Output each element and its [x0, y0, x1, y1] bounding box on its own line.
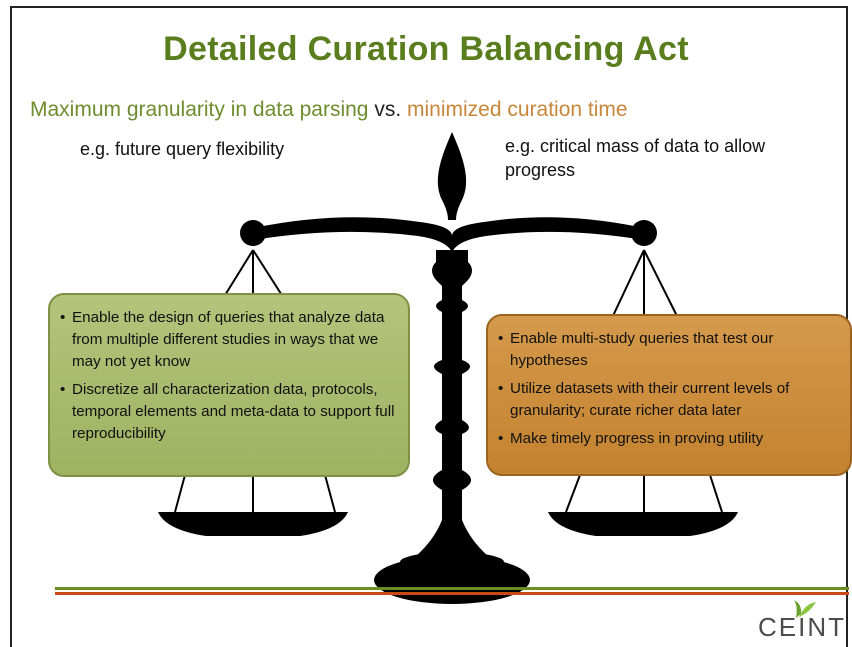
ceint-logo: CEINT — [758, 598, 850, 644]
right-bullet: Utilize datasets with their current leve… — [498, 378, 842, 422]
divider-green — [55, 587, 849, 590]
left-beam-knob — [240, 220, 266, 246]
left-pan — [158, 512, 348, 536]
example-left: e.g. future query flexibility — [80, 139, 285, 159]
subtitle-curation-time: minimized curation time — [407, 98, 628, 121]
right-beam-knob — [631, 220, 657, 246]
subtitle-granularity: Maximum granularity in data parsing — [30, 98, 369, 121]
left-pan-box: Enable the design of queries that analyz… — [48, 293, 410, 477]
leaf-icon — [794, 600, 816, 618]
right-pan — [548, 512, 738, 536]
scale-beam — [253, 217, 644, 252]
scale-base-top — [400, 552, 504, 572]
subtitle-vs: vs. — [368, 98, 407, 121]
left-bullet: Enable the design of queries that analyz… — [60, 307, 400, 373]
left-pan-strings — [174, 249, 336, 513]
scale-post — [416, 250, 488, 556]
right-pan-box: Enable multi-study queries that test our… — [486, 314, 852, 476]
right-bullet-list: Enable multi-study queries that test our… — [498, 328, 842, 450]
right-bullet: Enable multi-study queries that test our… — [498, 328, 842, 372]
slide-title: Detailed Curation Balancing Act — [163, 30, 689, 68]
right-pan-strings — [565, 249, 723, 513]
left-bullet-list: Enable the design of queries that analyz… — [60, 307, 400, 445]
left-bullet: Discretize all characterization data, pr… — [60, 379, 400, 445]
example-right: e.g. critical mass of data to allow prog… — [505, 136, 766, 180]
divider-orange — [55, 592, 849, 595]
right-bullet: Make timely progress in proving utility — [498, 428, 842, 450]
scale-finial — [437, 132, 467, 220]
logo-text: CEINT — [758, 612, 846, 642]
subtitle: Maximum granularity in data parsing vs. … — [30, 98, 628, 122]
